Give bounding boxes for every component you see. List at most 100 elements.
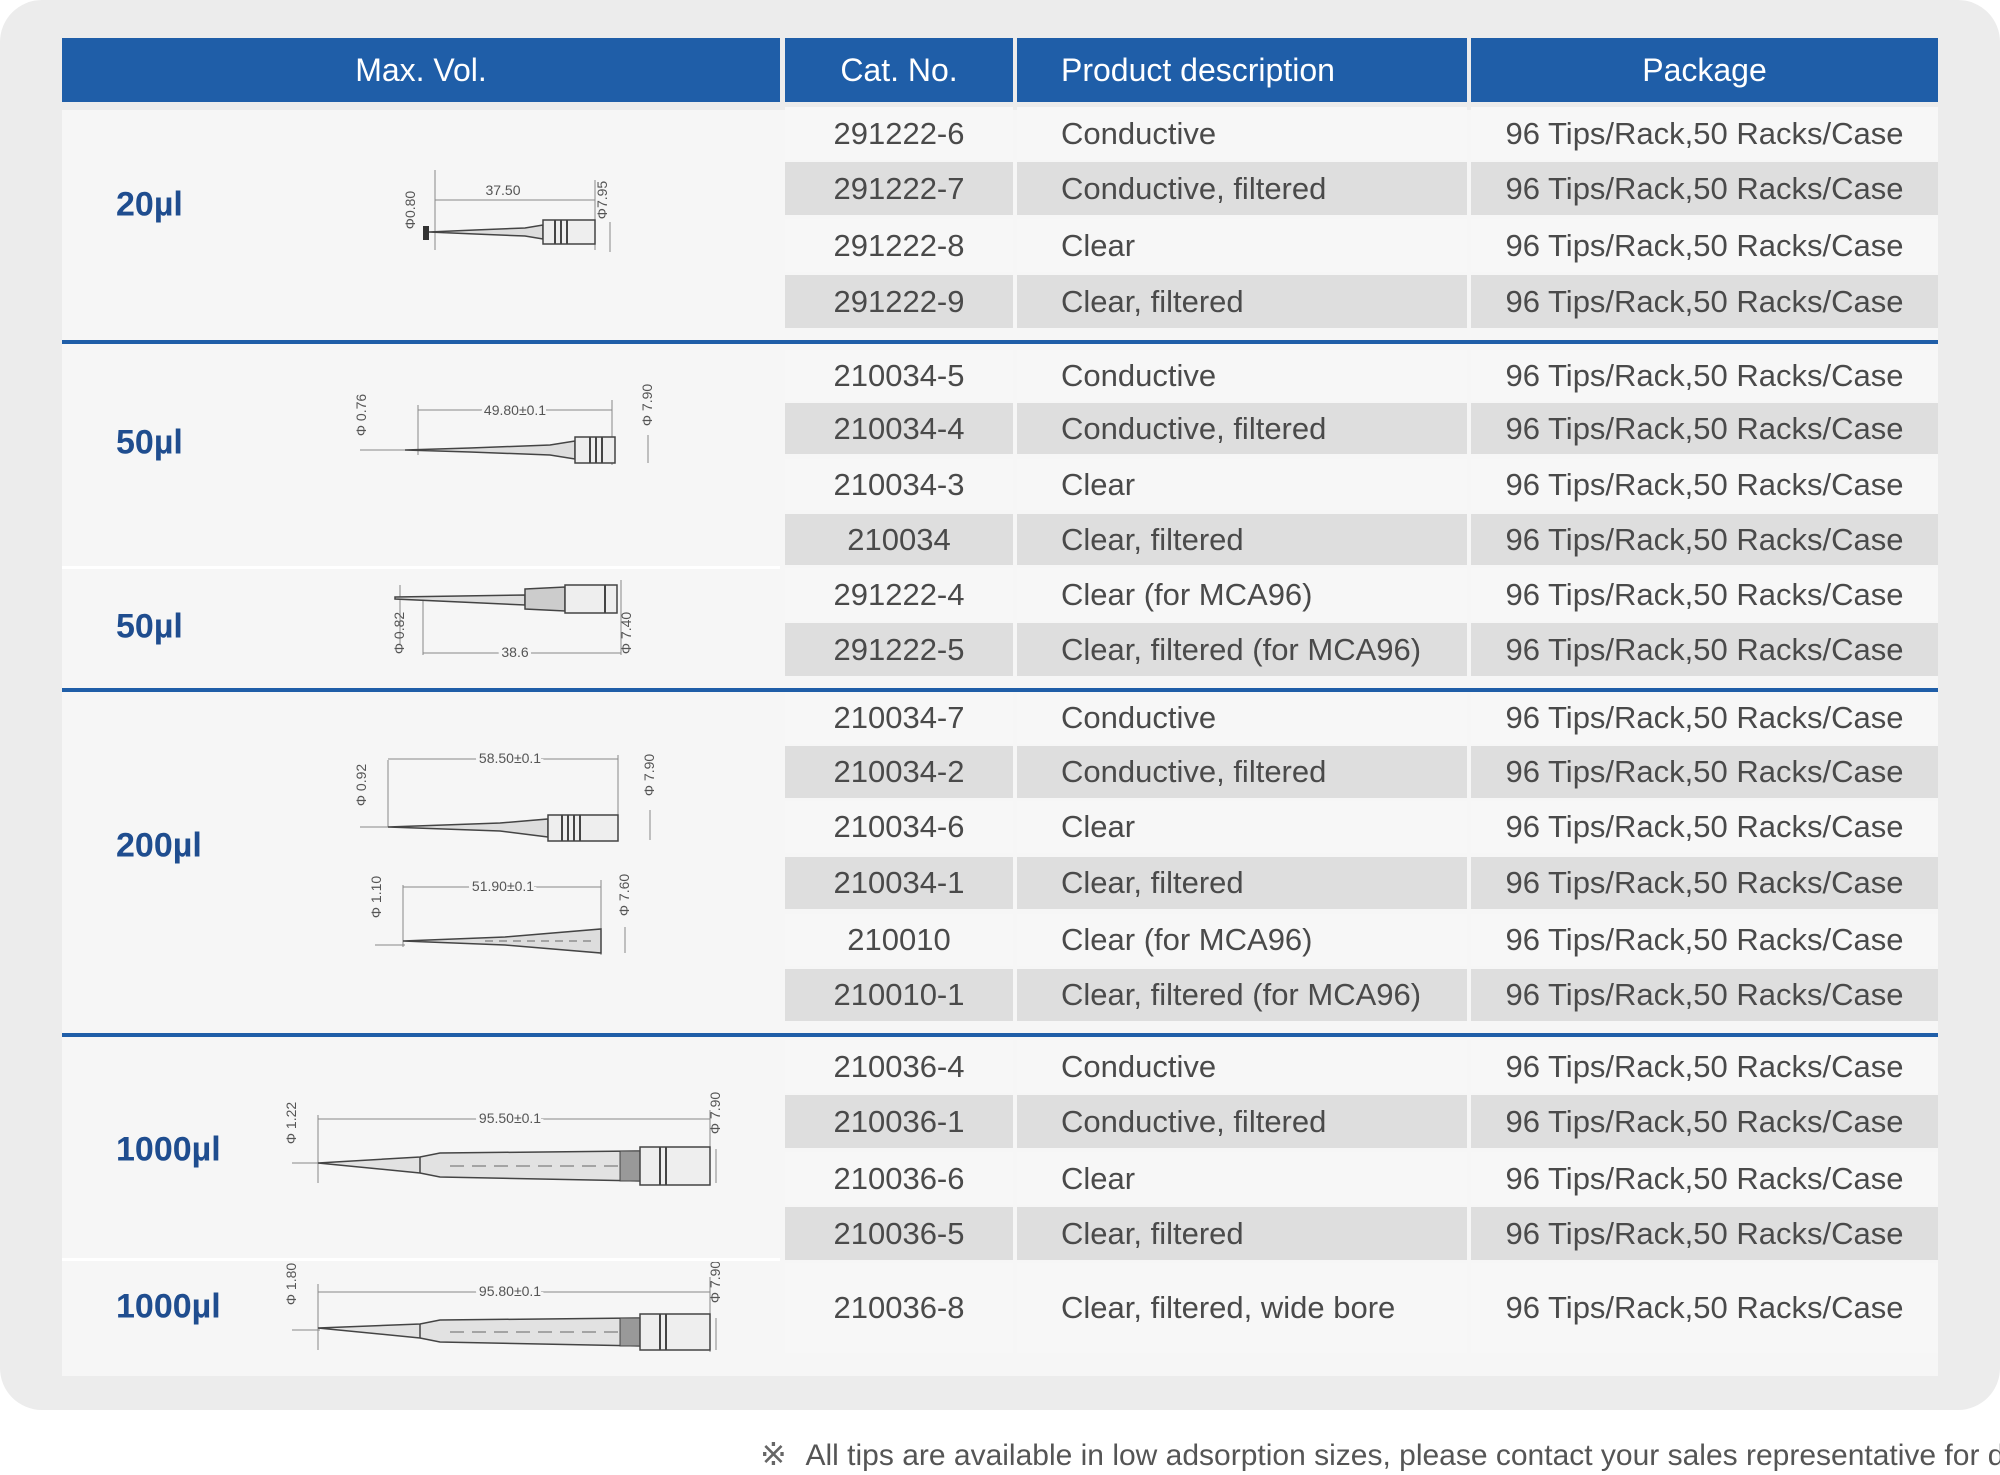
cat-no-cell: 291222-9 [785,275,1013,328]
volume-label: 200µl [116,826,202,865]
tip-drawing-200ul: Φ 0.92 58.50±0.1 Φ 7.90 [353,747,657,842]
package-cell: 96 Tips/Rack,50 Racks/Case [1471,857,1938,909]
cat-no-cell: 210036-1 [785,1095,1013,1148]
volume-label: 50µl [116,423,183,462]
package-cell: 96 Tips/Rack,50 Racks/Case [1471,403,1938,454]
header-product-description: Product description [1017,38,1467,102]
tip-drawing-1000ul: Φ 1.22 95.50±0.1 Φ 7.90 [283,1092,723,1186]
package-cell: 96 Tips/Rack,50 Racks/Case [1471,107,1938,160]
description-cell: Clear, filtered, wide bore [1017,1263,1467,1353]
package-cell: 96 Tips/Rack,50 Racks/Case [1471,801,1938,853]
cat-no-cell: 291222-8 [785,219,1013,272]
header-max-vol: Max. Vol. [62,38,780,102]
package-cell: 96 Tips/Rack,50 Racks/Case [1471,1152,1938,1205]
cat-no-cell: 291222-4 [785,568,1013,621]
tip-drawing-200ul-mca96: Φ 1.10 51.90±0.1 Φ 7.60 [368,874,632,955]
reference-mark-icon: ※ [760,1436,787,1472]
package-cell: 96 Tips/Rack,50 Racks/Case [1471,914,1938,966]
description-cell: Clear (for MCA96) [1017,568,1467,621]
cat-no-cell: 210034-3 [785,459,1013,510]
dimension-label: Φ 7.90 [707,1092,723,1135]
volume-label: 1000µl [116,1287,221,1326]
dimension-label: 95.50±0.1 [479,1110,541,1126]
package-cell: 96 Tips/Rack,50 Racks/Case [1471,275,1938,328]
tip-drawing-50ul-mca96: Φ 0.82 38.6 Φ 7.40 [391,580,634,663]
subgroup-separator [62,1258,780,1261]
subgroup-separator [62,566,780,569]
description-cell: Conductive [1017,107,1467,160]
description-cell: Conductive [1017,350,1467,401]
dimension-label: 37.50 [485,182,520,198]
description-cell: Conductive, filtered [1017,403,1467,454]
package-cell: 96 Tips/Rack,50 Racks/Case [1471,162,1938,215]
dimension-label: Φ 0.82 [391,612,407,655]
group-separator [62,1033,1938,1037]
package-cell: 96 Tips/Rack,50 Racks/Case [1471,1207,1938,1260]
cat-no-cell: 210034 [785,514,1013,565]
cat-no-cell: 210034-1 [785,857,1013,909]
description-cell: Clear [1017,1152,1467,1205]
description-cell: Conductive [1017,692,1467,744]
cat-no-cell: 210034-4 [785,403,1013,454]
dimension-label: Φ 1.10 [368,876,384,919]
dimension-label: 38.6 [501,644,528,660]
cat-no-cell: 210036-6 [785,1152,1013,1205]
dimension-label: Φ0.80 [402,191,418,230]
cat-no-cell: 210036-8 [785,1263,1013,1353]
dimension-label: Φ 7.90 [707,1262,723,1303]
package-cell: 96 Tips/Rack,50 Racks/Case [1471,350,1938,401]
cat-no-cell: 291222-5 [785,623,1013,676]
volume-label: 20µl [116,185,183,224]
cat-no-cell: 210036-4 [785,1040,1013,1093]
package-cell: 96 Tips/Rack,50 Racks/Case [1471,219,1938,272]
description-cell: Clear [1017,459,1467,510]
dimension-label: Φ 7.90 [641,754,657,797]
description-cell: Clear, filtered [1017,514,1467,565]
cat-no-cell: 210010 [785,914,1013,966]
cat-no-cell: 210034-7 [785,692,1013,744]
package-cell: 96 Tips/Rack,50 Racks/Case [1471,692,1938,744]
dimension-label: Φ 1.22 [283,1102,299,1145]
dimension-label: 58.50±0.1 [479,750,541,766]
cat-no-cell: 210034-2 [785,746,1013,798]
dimension-label: 49.80±0.1 [484,402,546,418]
package-cell: 96 Tips/Rack,50 Racks/Case [1471,1095,1938,1148]
package-cell: 96 Tips/Rack,50 Racks/Case [1471,1263,1938,1353]
header-package: Package [1471,38,1938,102]
dimension-label: Φ 0.76 [353,394,369,437]
dimension-label: Φ 7.90 [639,384,655,427]
cat-no-cell: 210036-5 [785,1207,1013,1260]
group-separator [62,688,1938,692]
description-cell: Conductive, filtered [1017,1095,1467,1148]
dimension-label: Φ 1.80 [283,1263,299,1306]
cat-no-cell: 210034-6 [785,801,1013,853]
description-cell: Clear, filtered (for MCA96) [1017,623,1467,676]
description-cell: Conductive, filtered [1017,746,1467,798]
description-cell: Clear, filtered [1017,1207,1467,1260]
tip-drawing-50ul: Φ 0.76 49.80±0.1 Φ 7.90 [353,384,655,465]
package-cell: 96 Tips/Rack,50 Racks/Case [1471,568,1938,621]
package-cell: 96 Tips/Rack,50 Racks/Case [1471,514,1938,565]
dimension-label: 95.80±0.1 [479,1283,541,1299]
volume-label: 1000µl [116,1130,221,1169]
cat-no-cell: 291222-6 [785,107,1013,160]
dimension-label: Φ 7.40 [618,612,634,655]
package-cell: 96 Tips/Rack,50 Racks/Case [1471,1040,1938,1093]
group-separator [62,340,1938,344]
description-cell: Conductive, filtered [1017,162,1467,215]
package-cell: 96 Tips/Rack,50 Racks/Case [1471,969,1938,1021]
volume-label: 50µl [116,607,183,646]
dimension-label: 51.90±0.1 [472,878,534,894]
description-cell: Clear, filtered [1017,857,1467,909]
dimension-label: Φ 7.60 [616,874,632,917]
description-cell: Conductive [1017,1040,1467,1093]
package-cell: 96 Tips/Rack,50 Racks/Case [1471,459,1938,510]
cat-no-cell: 210034-5 [785,350,1013,401]
description-cell: Clear, filtered (for MCA96) [1017,969,1467,1021]
tip-drawing-1000ul-wide-bore: Φ 1.80 95.80±0.1 Φ 7.90 [283,1262,723,1352]
dimension-label: Φ7.95 [594,181,610,220]
description-cell: Clear, filtered [1017,275,1467,328]
footnote: ※ All tips are available in low adsorpti… [760,1435,2000,1473]
description-cell: Clear (for MCA96) [1017,914,1467,966]
cat-no-cell: 210010-1 [785,969,1013,1021]
